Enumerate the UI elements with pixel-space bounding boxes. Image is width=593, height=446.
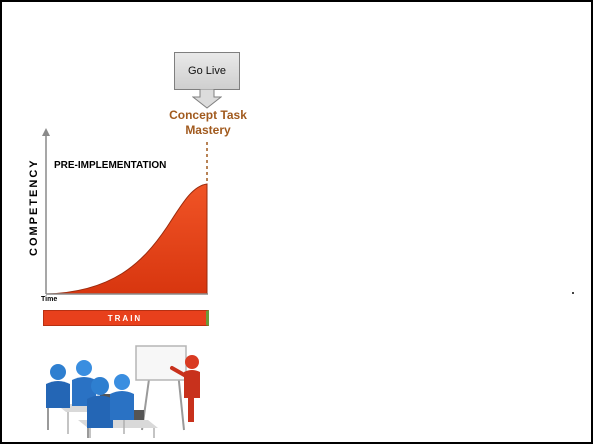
slide-mark: [572, 292, 574, 294]
phase-label: PRE-IMPLEMENTATION: [54, 160, 167, 171]
down-arrow-icon: [192, 89, 222, 109]
y-axis-arrow-icon: [42, 128, 50, 136]
classroom-training-illustration-icon: [46, 345, 200, 438]
go-live-label: Go Live: [188, 65, 226, 77]
train-bar: TRAIN: [43, 310, 209, 326]
y-axis-label: COMPETENCY: [28, 158, 40, 256]
competency-curve-area: [45, 183, 208, 295]
concept-mastery-line-1: Concept Task: [169, 108, 247, 122]
x-axis-label: Time: [41, 296, 58, 303]
train-label: TRAIN: [107, 313, 143, 323]
concept-mastery-line-2: Mastery: [185, 123, 231, 137]
go-live-callout: Go Live: [174, 52, 240, 90]
concept-mastery-label: Concept Task Mastery: [162, 108, 254, 138]
